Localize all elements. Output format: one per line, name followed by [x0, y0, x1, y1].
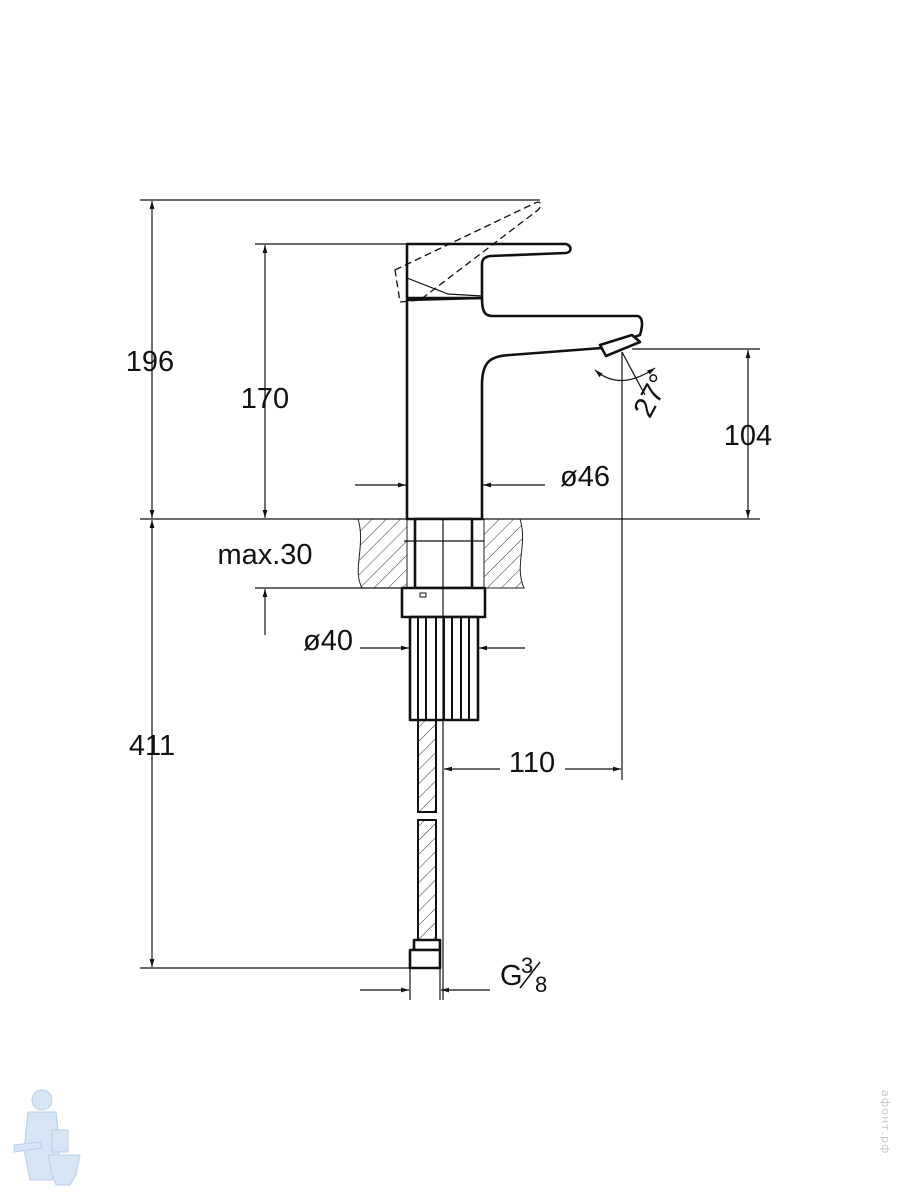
dim-total-height: 196 — [126, 346, 174, 378]
dim-body-diameter: ø46 — [560, 461, 610, 493]
thread-letter: G — [500, 960, 523, 992]
dimension-arrows — [149, 201, 751, 993]
dim-spout-reach: 110 — [509, 747, 555, 779]
thread-denominator: 8 — [535, 972, 547, 997]
dim-shank-diameter: ø40 — [303, 625, 353, 657]
watermark-text: афонт.рф — [879, 1090, 892, 1155]
thread-label: G 3 8 — [500, 953, 547, 997]
dim-body-height: 170 — [241, 383, 289, 415]
mounting-assembly — [400, 517, 487, 1000]
countertop-section — [357, 518, 525, 589]
plumber-mascot-logo — [13, 1089, 81, 1186]
faucet-body — [394, 201, 644, 521]
dim-counter-thickness: max.30 — [217, 539, 312, 571]
dim-hose-length: 411 — [129, 730, 175, 762]
thread-numerator: 3 — [521, 953, 533, 978]
dim-outlet-height: 104 — [724, 420, 772, 452]
